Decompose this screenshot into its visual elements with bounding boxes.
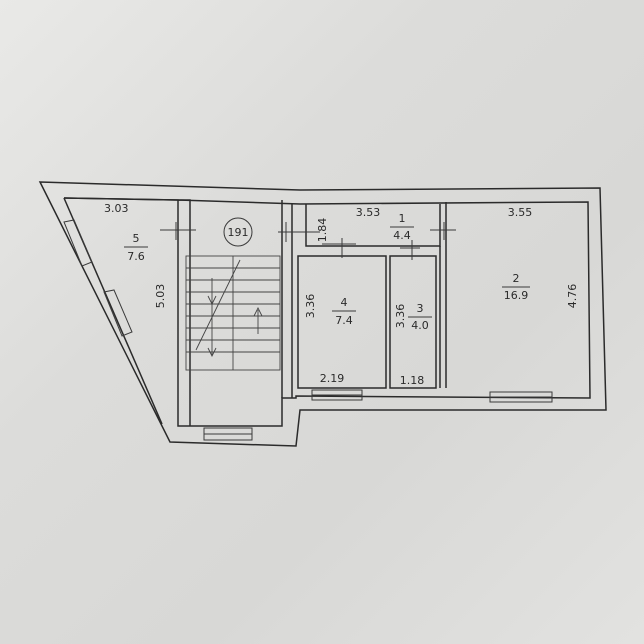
door-marks (160, 222, 456, 260)
room-5-number: 5 (133, 232, 140, 245)
room-2: 3.55 2 16.9 4.76 (502, 206, 579, 308)
room-4: 4 7.4 3.36 2.19 (304, 294, 356, 385)
staircase: 191 (185, 217, 281, 371)
room-2-area: 16.9 (504, 289, 529, 302)
room-3-width: 1.18 (400, 374, 425, 387)
room-1-width: 3.53 (356, 206, 381, 219)
stair-number-circle (223, 217, 253, 247)
room-2-number: 2 (513, 272, 520, 285)
room-3-area: 4.0 (411, 319, 429, 332)
room-1-area: 4.4 (393, 229, 411, 242)
room-5: 3.03 5 7.6 5.03 (104, 202, 167, 308)
room-1-depth: 1.84 (316, 218, 329, 243)
room-1: 3.53 1 4.4 1.84 (316, 206, 414, 242)
room-4-area: 7.4 (335, 314, 353, 327)
room-2-depth: 4.76 (566, 284, 579, 309)
room-4-depth: 3.36 (304, 294, 317, 319)
room-1-number: 1 (399, 212, 406, 225)
room-2-width: 3.55 (508, 206, 533, 219)
windows (63, 219, 553, 441)
room-3: 3 4.0 3.36 1.18 (394, 302, 432, 387)
room-3-depth: 3.36 (394, 304, 407, 329)
room-5-width: 3.03 (104, 202, 129, 215)
room-3-number: 3 (417, 302, 424, 315)
room-5-depth: 5.03 (154, 284, 167, 309)
room-4-width: 2.19 (320, 372, 345, 385)
room-5-area: 7.6 (127, 250, 145, 263)
room-4-number: 4 (341, 296, 348, 309)
interior-walls (178, 199, 447, 426)
stair-number: 191 (228, 226, 249, 239)
